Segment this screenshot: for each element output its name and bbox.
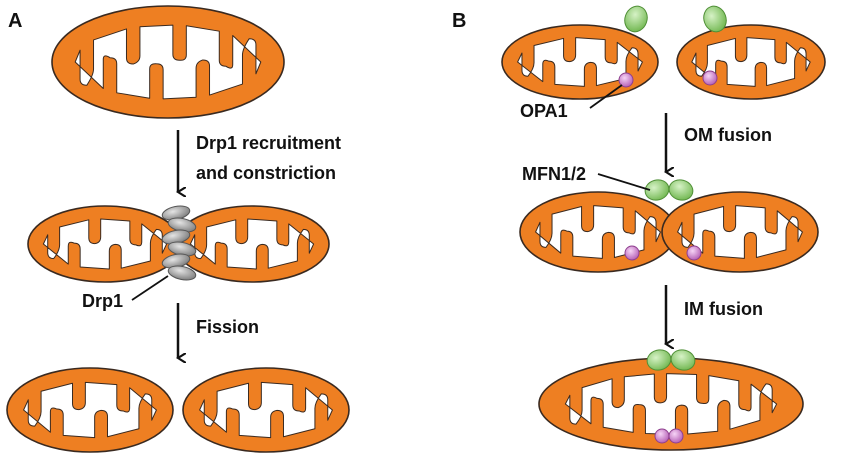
mfn-protein-b2-right	[668, 179, 694, 201]
mitochondrion-b-om-fused-right	[661, 191, 819, 273]
opa1-protein-b1-right	[702, 70, 718, 86]
mitochondrion-a-whole	[51, 5, 285, 119]
panel-a-letter: A	[8, 10, 22, 32]
om-fusion-label: OM fusion	[684, 125, 772, 145]
mfn-label: MFN1/2	[522, 164, 586, 184]
constriction-label: and constriction	[196, 163, 336, 183]
drp1-recruitment-label: Drp1 recruitment	[196, 133, 341, 153]
mitochondrion-b-right	[676, 24, 826, 100]
mitochondrion-b-im-fused	[538, 357, 804, 451]
mfn-protein-b1-left	[624, 5, 648, 33]
drp1-label: Drp1	[82, 291, 123, 311]
panel-b-letter: B	[452, 10, 466, 32]
opa1-protein-b3-right	[668, 428, 684, 444]
drp1-ring	[161, 205, 197, 281]
mfn-protein-b3-left	[646, 349, 672, 371]
mfn-leader-line	[597, 173, 651, 191]
mitochondrion-a-constricting-right	[174, 205, 330, 283]
drp1-leader-line	[131, 275, 169, 301]
fission-label: Fission	[196, 317, 259, 337]
opa1-protein-b1-left	[618, 72, 634, 88]
opa1-protein-b2-right	[686, 245, 702, 261]
mfn-protein-b2-left	[644, 179, 670, 201]
opa1-label: OPA1	[520, 101, 568, 121]
mfn-protein-b1-right	[703, 5, 727, 33]
mitochondrion-a-daughter-left	[6, 367, 174, 453]
drp1-subunit	[167, 265, 197, 281]
mitochondrion-a-daughter-right	[182, 367, 350, 453]
opa1-leader-line	[589, 84, 623, 109]
mitochondrion-b-om-fused-left	[519, 191, 677, 273]
mitochondrion-b-left	[501, 24, 659, 100]
im-fusion-label: IM fusion	[684, 299, 763, 319]
mfn-protein-b3-right	[670, 349, 696, 371]
opa1-protein-b2-left	[624, 245, 640, 261]
mitochondrion-a-constricting-left	[27, 205, 183, 283]
opa1-protein-b3-left	[654, 428, 670, 444]
